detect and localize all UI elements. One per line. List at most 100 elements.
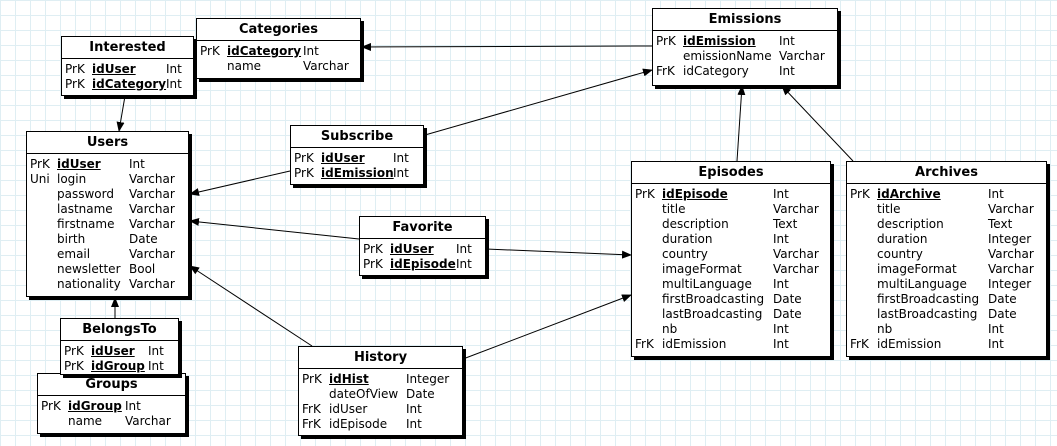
- attribute-type: Int: [406, 417, 422, 431]
- entity-title: Episodes: [632, 162, 830, 184]
- entity-title: Interested: [62, 37, 193, 59]
- attribute-type: Int: [406, 402, 422, 416]
- attribute-type: Text: [988, 217, 1013, 231]
- attribute-type: Int: [393, 151, 409, 165]
- edge-favorite-episodes: [485, 248, 632, 259]
- attribute-name: idArchive: [877, 187, 941, 201]
- entity-title: Emissions: [653, 9, 837, 31]
- key-label: PrK: [65, 77, 85, 91]
- attribute-type: Int: [129, 157, 145, 171]
- attribute-type: Varchar: [303, 59, 349, 73]
- attribute-type: Varchar: [773, 202, 819, 216]
- key-label: FrK: [635, 337, 654, 351]
- attribute-type: Varchar: [773, 247, 819, 261]
- attribute-name: imageFormat: [877, 262, 957, 276]
- key-label: PrK: [363, 242, 383, 256]
- attribute-type: Int: [773, 232, 789, 246]
- attribute-type: Varchar: [129, 172, 175, 186]
- attribute-name: firstname: [57, 217, 115, 231]
- attribute-type: Int: [773, 277, 789, 291]
- attribute-name: country: [662, 247, 708, 261]
- attribute-type: Int: [773, 337, 789, 351]
- attribute-name: idUser: [91, 344, 135, 358]
- attribute-type: Int: [456, 242, 472, 256]
- attribute-type: Int: [779, 64, 795, 78]
- key-label: PrK: [635, 187, 655, 201]
- attribute-name: birth: [57, 232, 86, 246]
- edge-favorite-users: [189, 217, 360, 240]
- attribute-type: Int: [148, 344, 164, 358]
- key-label: PrK: [30, 157, 50, 171]
- attribute-type: Int: [773, 187, 789, 201]
- attribute-name: idCategory: [92, 77, 167, 91]
- attribute-type: Varchar: [773, 262, 819, 276]
- attribute-name: idEpisode: [390, 257, 456, 271]
- entity-title: Favorite: [360, 217, 485, 239]
- attribute-type: Varchar: [988, 202, 1034, 216]
- attribute-name: nationality: [57, 277, 121, 291]
- edge-episodes-emissions: [736, 85, 746, 162]
- attribute-name: idEmission: [321, 166, 394, 180]
- attribute-type: Varchar: [129, 277, 175, 291]
- attribute-type: Date: [773, 307, 802, 321]
- attribute-type: Int: [393, 166, 409, 180]
- attribute-name: nb: [877, 322, 893, 336]
- attribute-type: Int: [456, 257, 472, 271]
- attribute-type: Text: [773, 217, 798, 231]
- attribute-type: Varchar: [125, 414, 171, 428]
- edge-subscribe-users: [189, 170, 291, 196]
- key-label: PrK: [850, 187, 870, 201]
- attribute-type: Date: [988, 292, 1017, 306]
- entity-title: BelongsTo: [61, 319, 178, 341]
- attribute-name: name: [68, 414, 103, 428]
- attribute-name: emissionName: [683, 49, 772, 63]
- entity-title: Categories: [197, 19, 360, 41]
- attribute-name: country: [877, 247, 923, 261]
- attribute-name: idHist: [329, 372, 369, 386]
- attribute-name: idEpisode: [329, 417, 388, 431]
- attribute-type: Varchar: [988, 247, 1034, 261]
- entity-title: Users: [27, 132, 188, 154]
- attribute-name: duration: [877, 232, 928, 246]
- attribute-type: Integer: [988, 232, 1032, 246]
- key-label: FrK: [656, 64, 675, 78]
- entity-title: Groups: [38, 374, 185, 396]
- attribute-name: multiLanguage: [662, 277, 752, 291]
- edge-interested-users: [116, 95, 126, 132]
- key-label: FrK: [850, 337, 869, 351]
- attribute-name: description: [662, 217, 729, 231]
- attribute-name: email: [57, 247, 91, 261]
- attribute-type: Int: [779, 34, 795, 48]
- attribute-type: Integer: [406, 372, 450, 386]
- attribute-name: imageFormat: [662, 262, 742, 276]
- attribute-type: Int: [125, 399, 141, 413]
- attribute-type: Int: [988, 322, 1004, 336]
- attribute-type: Int: [773, 322, 789, 336]
- attribute-name: idEmission: [683, 34, 756, 48]
- key-label: PrK: [41, 399, 61, 413]
- attribute-type: Int: [166, 77, 182, 91]
- attribute-type: Date: [406, 387, 435, 401]
- attribute-name: idUser: [321, 151, 365, 165]
- attribute-type: Varchar: [129, 247, 175, 261]
- attribute-type: Date: [773, 292, 802, 306]
- key-label: PrK: [656, 34, 676, 48]
- attribute-name: idCategory: [227, 44, 302, 58]
- key-label: PrK: [294, 151, 314, 165]
- edge-archives-emissions: [781, 85, 854, 162]
- entity-title: History: [299, 347, 462, 369]
- attribute-name: name: [227, 59, 262, 73]
- key-label: Uni: [30, 172, 50, 186]
- key-label: PrK: [64, 359, 84, 373]
